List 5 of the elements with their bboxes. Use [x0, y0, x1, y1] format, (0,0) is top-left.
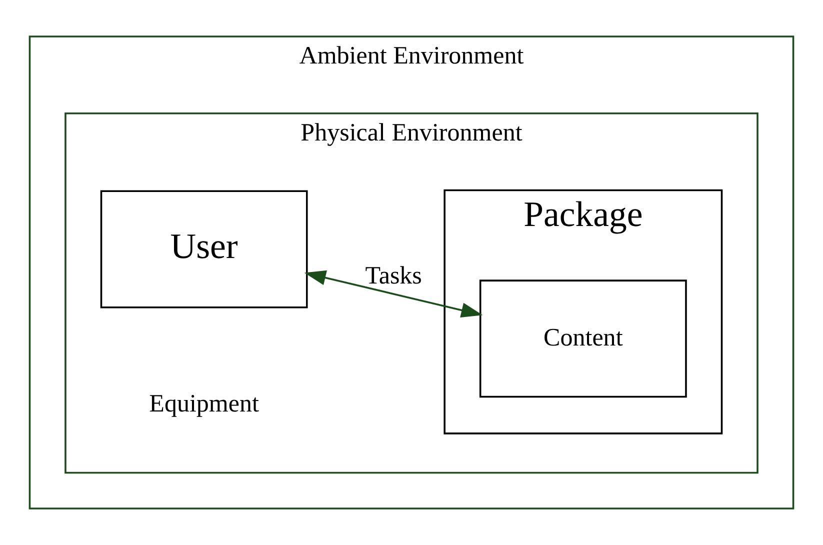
label: Equipment: [149, 390, 259, 418]
node-box: Content: [479, 280, 687, 398]
edge-label: Tasks: [365, 262, 422, 290]
arrow: [304, 270, 483, 318]
node-box: User: [100, 190, 308, 308]
